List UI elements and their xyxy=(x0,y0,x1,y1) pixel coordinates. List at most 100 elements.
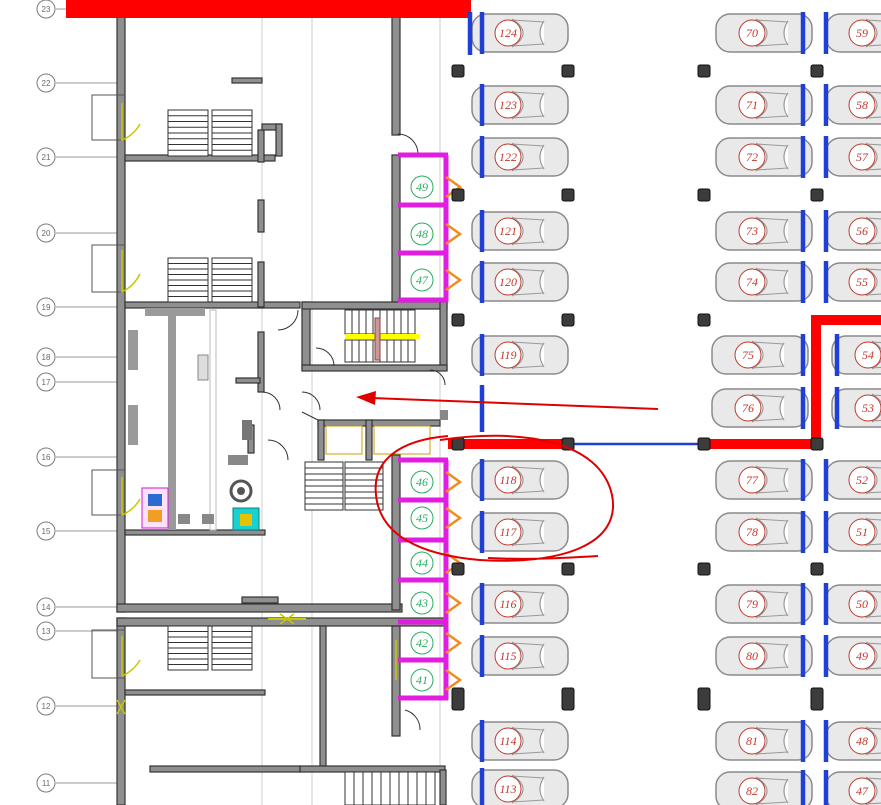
axis-label: 22 xyxy=(42,79,51,88)
storage-unit: 41 xyxy=(410,668,463,692)
axis-label: 15 xyxy=(42,527,51,536)
parking-number: 57 xyxy=(856,150,869,164)
parking-space: 49 xyxy=(823,635,881,677)
parking-number: 47 xyxy=(856,784,869,798)
column-icon xyxy=(561,64,575,78)
axis-label: 20 xyxy=(42,229,51,238)
parking-number: 115 xyxy=(499,649,516,663)
parking-number: 120 xyxy=(499,275,517,289)
parking-space: 55 xyxy=(823,261,881,303)
column-icon xyxy=(810,562,824,576)
parking-space: 59 xyxy=(823,12,881,54)
parking-space: 75 xyxy=(711,334,809,376)
storage-unit: 42 xyxy=(410,631,463,655)
stair-icon xyxy=(211,257,253,303)
parking-space: 81 xyxy=(715,720,813,762)
parking-space: 73 xyxy=(715,210,813,252)
storage-number: 41 xyxy=(416,673,428,687)
parking-space: 56 xyxy=(823,210,881,252)
parking-number: 75 xyxy=(742,348,754,362)
parking-number: 72 xyxy=(746,150,758,164)
parking-space: 122 xyxy=(471,136,569,178)
column-icon xyxy=(810,687,824,711)
axis-label: 18 xyxy=(42,353,51,362)
axis-marker: 13 xyxy=(36,621,117,641)
axis-label: 16 xyxy=(42,453,51,462)
parking-space: 53 xyxy=(831,387,881,429)
parking-number: 122 xyxy=(499,150,517,164)
structural-columns xyxy=(451,64,824,711)
parking-number: 117 xyxy=(499,525,517,539)
parking-number: 82 xyxy=(746,784,758,798)
storage-number: 49 xyxy=(416,180,428,194)
parking-number: 78 xyxy=(746,525,758,539)
door-swing-icon xyxy=(445,591,463,615)
stair-icon xyxy=(167,625,209,671)
parking-number: 77 xyxy=(746,473,759,487)
parking-number: 116 xyxy=(499,597,516,611)
storage-unit: 43 xyxy=(410,591,463,615)
parking-number: 118 xyxy=(499,473,516,487)
parking-space: 120 xyxy=(471,261,569,303)
parking-number: 50 xyxy=(856,597,868,611)
parking-number: 123 xyxy=(499,98,517,112)
column-icon xyxy=(561,562,575,576)
parking-number: 55 xyxy=(856,275,868,289)
stair-icon xyxy=(211,109,253,157)
axis-label: 17 xyxy=(42,378,51,387)
parking-space: 78 xyxy=(715,511,813,553)
parking-number: 59 xyxy=(856,26,868,40)
column-icon xyxy=(810,188,824,202)
storage-number: 48 xyxy=(416,227,428,241)
parking-number: 58 xyxy=(856,98,868,112)
parking-space: 114 xyxy=(471,720,569,762)
storage-unit: 47 xyxy=(410,268,463,292)
door-swing-icon xyxy=(445,268,463,292)
parking-space: 79 xyxy=(715,583,813,625)
parking-space: 124 xyxy=(471,12,569,54)
door-swing-icon xyxy=(445,668,463,692)
parking-number: 71 xyxy=(746,98,758,112)
parking-space: 121 xyxy=(471,210,569,252)
axis-label: 13 xyxy=(42,627,51,636)
parking-spaces: 124 123 122 121 120 119 118 117 116 115 114 113 70 71… xyxy=(467,12,881,805)
storage-unit: 48 xyxy=(410,222,463,246)
annotation-circle-icon xyxy=(374,434,615,562)
annotations xyxy=(356,391,659,562)
door-swing-icon xyxy=(445,506,463,530)
parking-space: 71 xyxy=(715,84,813,126)
parking-number: 80 xyxy=(746,649,758,663)
parking-space: 72 xyxy=(715,136,813,178)
parking-number: 52 xyxy=(856,473,868,487)
parking-space: 51 xyxy=(823,511,881,553)
axis-label: 19 xyxy=(42,303,51,312)
column-icon xyxy=(697,562,711,576)
column-icon xyxy=(561,687,575,711)
parking-number: 48 xyxy=(856,734,868,748)
parking-number: 81 xyxy=(746,734,758,748)
parking-number: 124 xyxy=(499,26,517,40)
parking-number: 74 xyxy=(746,275,758,289)
parking-number: 119 xyxy=(499,348,516,362)
parking-number: 73 xyxy=(746,224,758,238)
column-icon xyxy=(451,313,465,327)
storage-unit: 49 xyxy=(410,175,463,199)
axis-marker: 20 xyxy=(36,223,117,243)
parking-space: 70 xyxy=(715,12,813,54)
axis-marker: 17 xyxy=(36,372,117,392)
storage-number: 47 xyxy=(416,273,429,287)
parking-number: 56 xyxy=(856,224,868,238)
parking-space: 50 xyxy=(823,583,881,625)
storage-number: 42 xyxy=(416,636,428,650)
axis-label: 14 xyxy=(42,603,51,612)
parking-space: 77 xyxy=(715,459,813,501)
parking-number: 113 xyxy=(499,782,516,796)
parking-space: 58 xyxy=(823,84,881,126)
parking-number: 51 xyxy=(856,525,868,539)
column-icon xyxy=(697,188,711,202)
column-icon xyxy=(697,687,711,711)
axis-marker: 14 xyxy=(36,597,117,617)
